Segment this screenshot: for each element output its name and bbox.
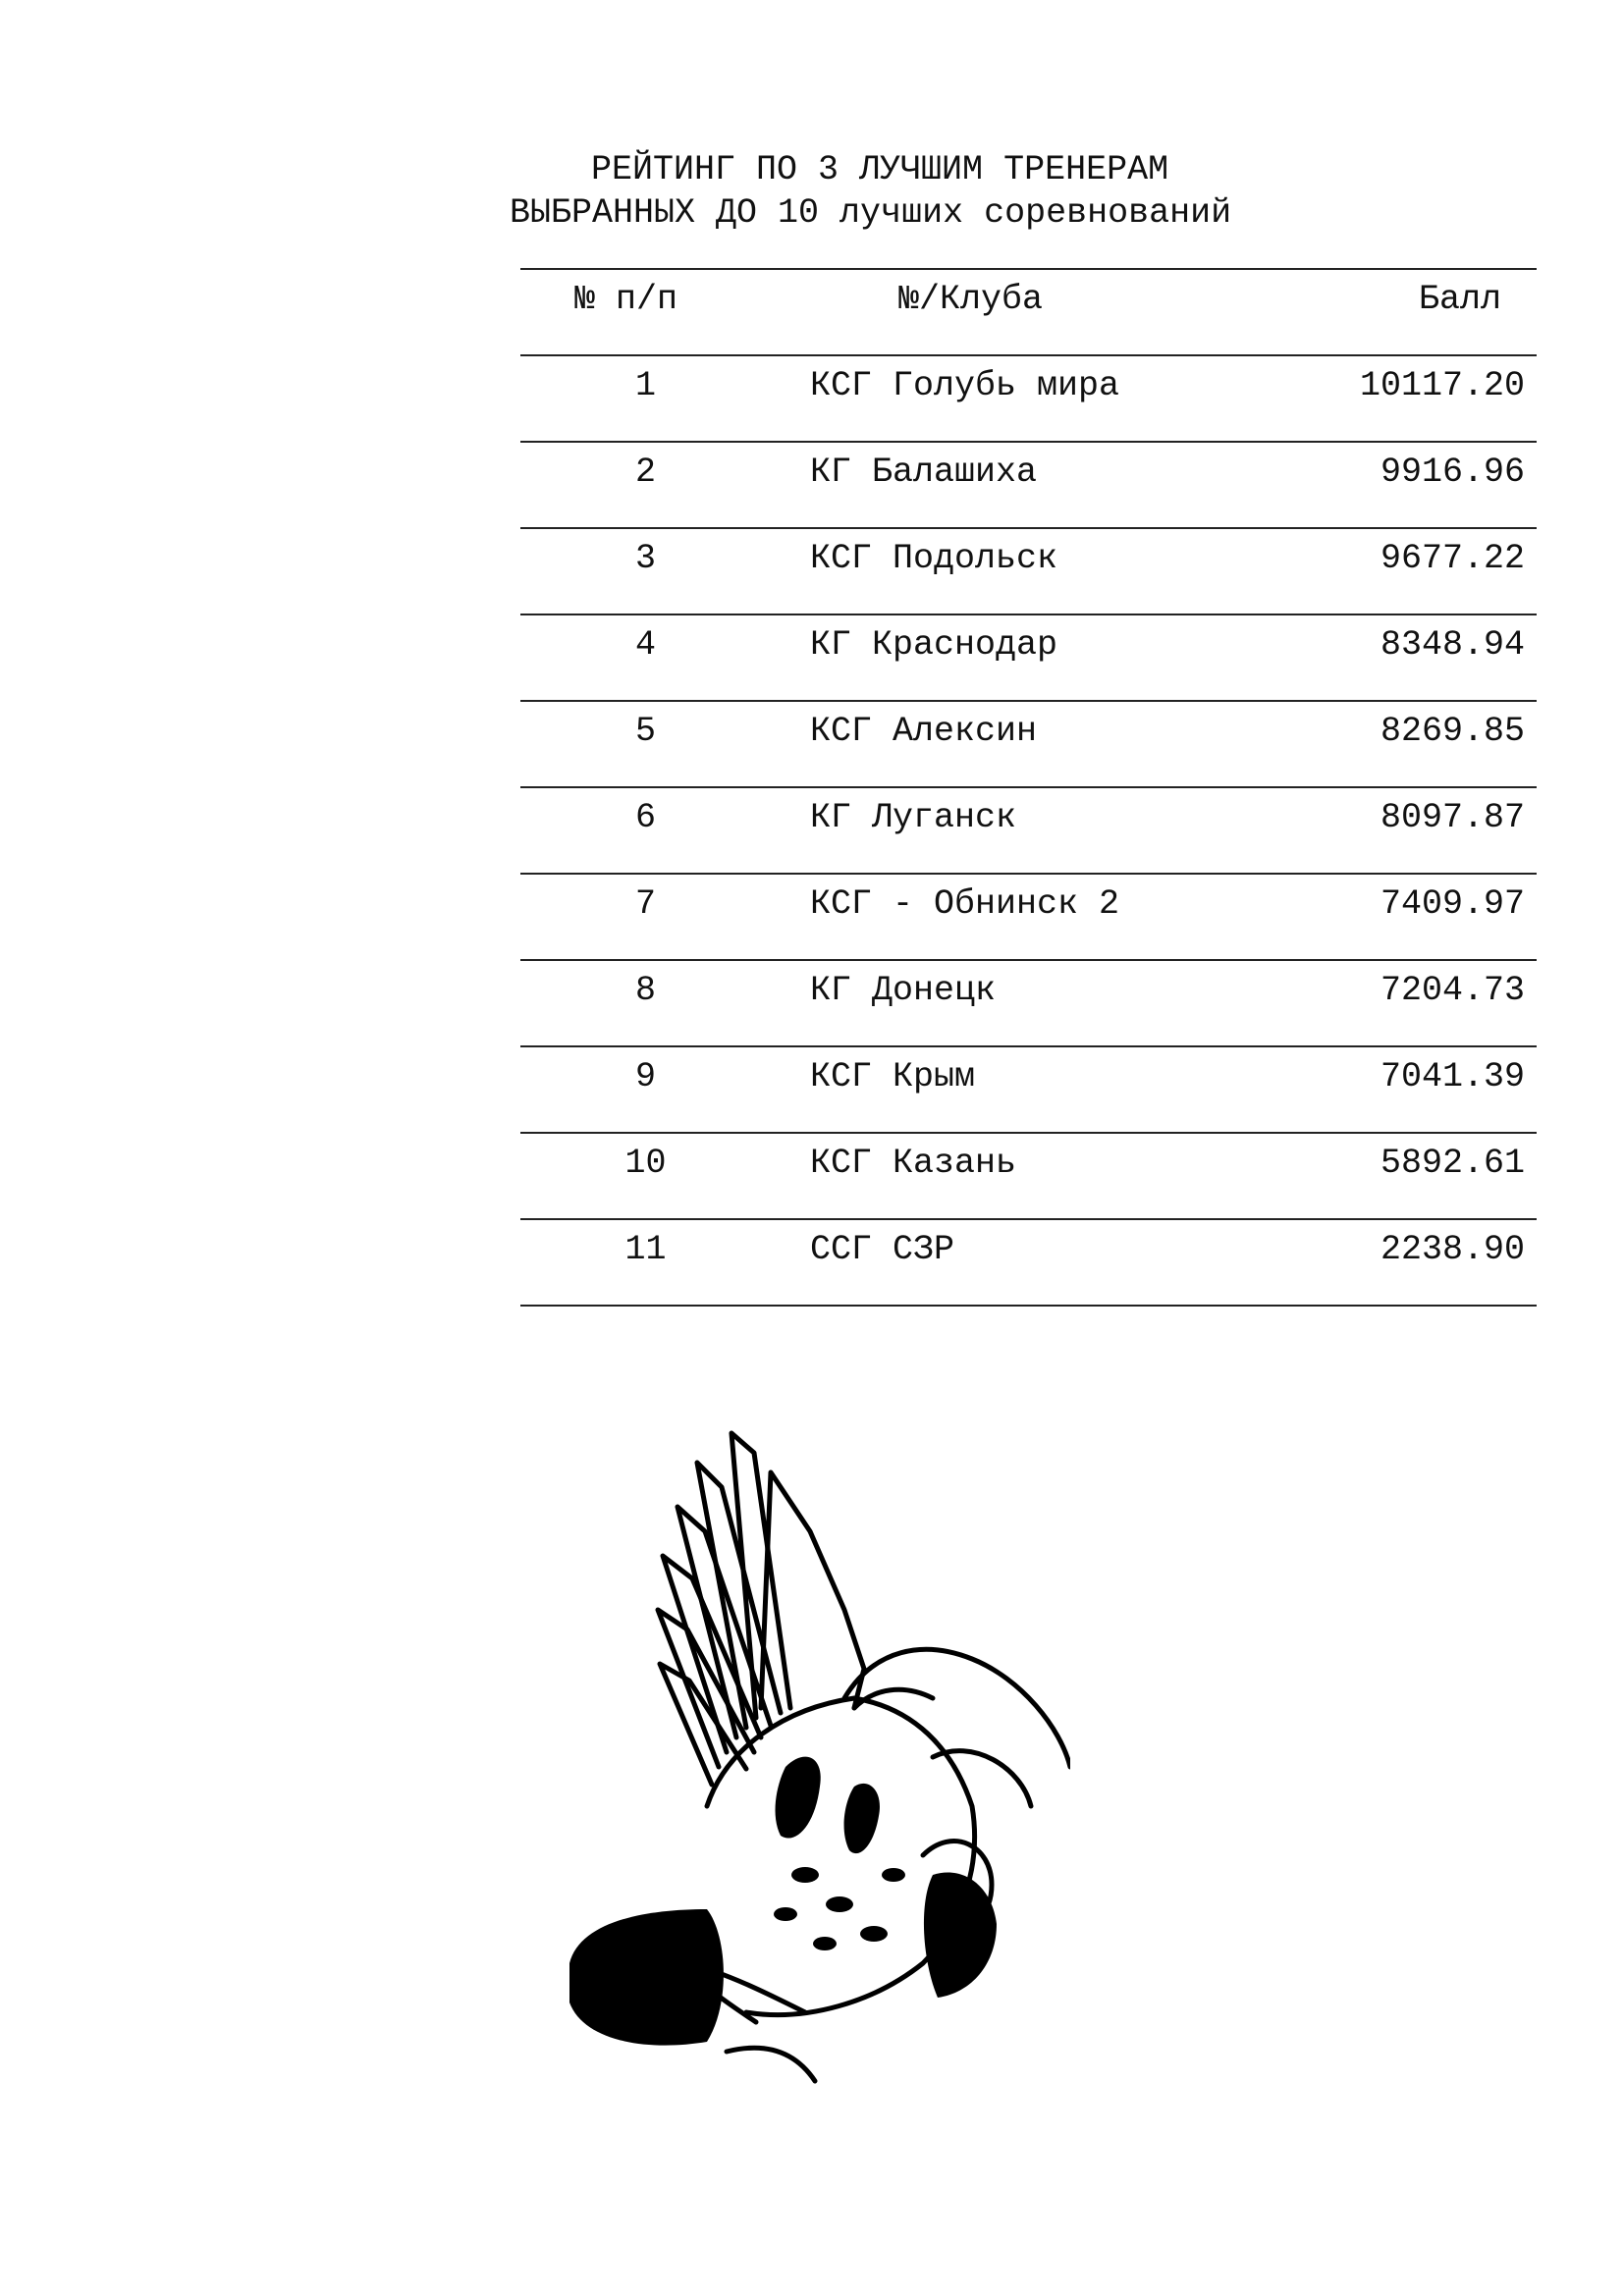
row-club: КГ Луганск bbox=[810, 798, 1017, 837]
table-rule bbox=[520, 268, 1537, 270]
row-score: 8269.85 bbox=[1380, 712, 1525, 751]
row-club: КСГ - Обнинск 2 bbox=[810, 884, 1120, 924]
table-rule bbox=[520, 700, 1537, 702]
table-rule bbox=[520, 1305, 1537, 1307]
table-rule bbox=[520, 527, 1537, 529]
table-rule bbox=[520, 1218, 1537, 1220]
row-num: 5 bbox=[634, 712, 656, 751]
row-club: КСГ Алексин bbox=[810, 712, 1038, 751]
table-row: 11 ССГ СЗР 2238.90 bbox=[520, 1191, 1537, 1277]
row-score: 8348.94 bbox=[1380, 625, 1525, 665]
header-score: Балл bbox=[1418, 280, 1501, 319]
table-row: 6 КГ Луганск 8097.87 bbox=[520, 759, 1537, 845]
row-num: 8 bbox=[634, 971, 656, 1010]
table-row: 10 КСГ Казань 5892.61 bbox=[520, 1104, 1537, 1191]
table-row: 1 КСГ Голубь мира 10117.20 bbox=[520, 327, 1537, 413]
table-row: 8 КГ Донецк 7204.73 bbox=[520, 932, 1537, 1018]
table-row: 7 КСГ - Обнинск 2 7409.97 bbox=[520, 845, 1537, 932]
table-rule bbox=[520, 441, 1537, 443]
row-score: 7041.39 bbox=[1380, 1057, 1525, 1096]
row-club: КГ Балашиха bbox=[810, 453, 1038, 492]
row-club: КСГ Крым bbox=[810, 1057, 976, 1096]
row-num: 9 bbox=[634, 1057, 656, 1096]
row-num: 3 bbox=[634, 539, 656, 578]
table-rule bbox=[520, 786, 1537, 788]
header-num: № п/п bbox=[574, 280, 678, 319]
table-rule bbox=[520, 354, 1537, 356]
row-club: КГ Краснодар bbox=[810, 625, 1058, 665]
row-score: 10117.20 bbox=[1359, 366, 1525, 405]
row-score: 9916.96 bbox=[1380, 453, 1525, 492]
row-score: 5892.61 bbox=[1380, 1144, 1525, 1183]
row-num: 7 bbox=[634, 884, 656, 924]
header-club: №/Клуба bbox=[898, 280, 1044, 319]
table-rule bbox=[520, 959, 1537, 961]
table-rule bbox=[520, 873, 1537, 875]
table-row: 5 КСГ Алексин 8269.85 bbox=[520, 672, 1537, 759]
table-row: 2 КГ Балашиха 9916.96 bbox=[520, 413, 1537, 500]
pigeon-in-hands-icon bbox=[569, 1430, 1070, 2084]
row-num: 2 bbox=[634, 453, 656, 492]
row-num: 11 bbox=[624, 1230, 667, 1269]
row-club: КГ Донецк bbox=[810, 971, 997, 1010]
row-score: 9677.22 bbox=[1380, 539, 1525, 578]
row-score: 7204.73 bbox=[1380, 971, 1525, 1010]
table-header-row: № п/п №/Клуба Балл bbox=[520, 240, 1537, 327]
row-num: 6 bbox=[634, 798, 656, 837]
row-club: КСГ Голубь мира bbox=[810, 366, 1120, 405]
table-row: 3 КСГ Подольск 9677.22 bbox=[520, 500, 1537, 586]
table-row: 4 КГ Краснодар 8348.94 bbox=[520, 586, 1537, 672]
row-score: 2238.90 bbox=[1380, 1230, 1525, 1269]
table-row: 9 КСГ Крым 7041.39 bbox=[520, 1018, 1537, 1104]
row-num: 1 bbox=[634, 366, 656, 405]
row-club: ССГ СЗР bbox=[810, 1230, 955, 1269]
row-score: 7409.97 bbox=[1380, 884, 1525, 924]
table-rule bbox=[520, 614, 1537, 615]
table-rule bbox=[520, 1045, 1537, 1047]
row-score: 8097.87 bbox=[1380, 798, 1525, 837]
row-club: КСГ Казань bbox=[810, 1144, 1017, 1183]
page-title-line-1: РЕЙТИНГ ПО 3 ЛУЧШИМ ТРЕНЕРАМ bbox=[591, 150, 1169, 189]
table-rule bbox=[520, 1132, 1537, 1134]
page-title-line-2: ВЫБРАННЫХ ДО 10 лучших соревнований bbox=[510, 193, 1232, 233]
row-num: 4 bbox=[634, 625, 656, 665]
row-club: КСГ Подольск bbox=[810, 539, 1058, 578]
row-num: 10 bbox=[624, 1144, 667, 1183]
